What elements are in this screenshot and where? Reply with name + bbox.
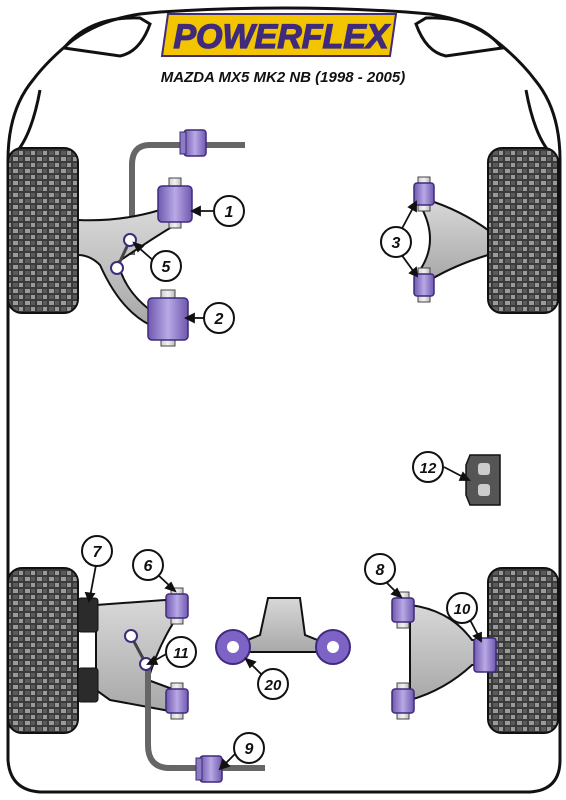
powerflex-logo: POWERFLEX <box>160 13 398 57</box>
front-left-lower-arm <box>77 209 176 327</box>
rear-right-bush-rear <box>391 682 415 720</box>
callout-12-label: 12 <box>420 460 437 477</box>
rear-anti-roll-bar <box>145 665 265 771</box>
front-right-tyre <box>487 147 559 314</box>
callout-12: 12 <box>412 451 444 483</box>
callout-11-label: 11 <box>173 645 189 662</box>
rear-arm-bush-rear <box>165 682 189 720</box>
callout-5: 5 <box>150 250 182 282</box>
front-anti-roll-bar <box>129 142 245 255</box>
callout-5-label: 5 <box>162 259 172 276</box>
page-title: MAZDA MX5 MK2 NB (1998 - 2005) <box>161 69 406 86</box>
rear-right-hub-bush <box>473 637 497 673</box>
callout-1: 1 <box>213 195 245 227</box>
front-left-tyre <box>7 147 79 314</box>
mount-bush-12 <box>465 454 501 506</box>
rear-right-bush-front <box>391 591 415 629</box>
callout-6: 6 <box>132 549 164 581</box>
callout-10-label: 10 <box>454 601 471 618</box>
front-right-arm <box>418 198 489 281</box>
diff-mount-20 <box>215 597 351 665</box>
front-right-bush-lower <box>413 267 435 303</box>
front-right-bush-upper <box>413 176 435 212</box>
callout-9: 9 <box>233 732 265 764</box>
callout-1-label: 1 <box>225 204 234 221</box>
logo-text: POWERFLEX <box>173 18 391 56</box>
front-wishbone-front-bush <box>157 177 193 229</box>
callout-20-label: 20 <box>264 677 282 694</box>
drop-link-bush-lower <box>110 261 124 275</box>
callout-11: 11 <box>165 636 197 668</box>
callout-20: 20 <box>257 668 289 700</box>
callout-10: 10 <box>446 592 478 624</box>
callout-6-label: 6 <box>144 558 153 575</box>
front-arb-bush <box>179 129 207 157</box>
rear-left-tyre <box>7 567 79 734</box>
callout-8-label: 8 <box>376 562 385 579</box>
callout-3: 3 <box>380 226 412 258</box>
callout-7: 7 <box>81 535 113 567</box>
rear-arb-bush <box>195 755 223 783</box>
callout-8: 8 <box>364 553 396 585</box>
callout-9-label: 9 <box>245 741 254 758</box>
callout-2-label: 2 <box>214 311 224 328</box>
rear-hub-bush-lower <box>77 667 99 703</box>
front-left-recess <box>61 16 152 58</box>
rear-right-tyre <box>487 567 559 734</box>
rear-arm-bush-front <box>165 587 189 625</box>
callout-7-label: 7 <box>93 544 103 561</box>
front-right-recess <box>414 16 505 58</box>
front-wishbone-rear-bush <box>147 289 189 347</box>
car-body-outline <box>6 6 562 794</box>
rear-hub-bush-upper <box>77 597 99 633</box>
rear-drop-link-upper <box>124 629 138 643</box>
callout-2: 2 <box>203 302 235 334</box>
callout-3-label: 3 <box>392 235 401 252</box>
